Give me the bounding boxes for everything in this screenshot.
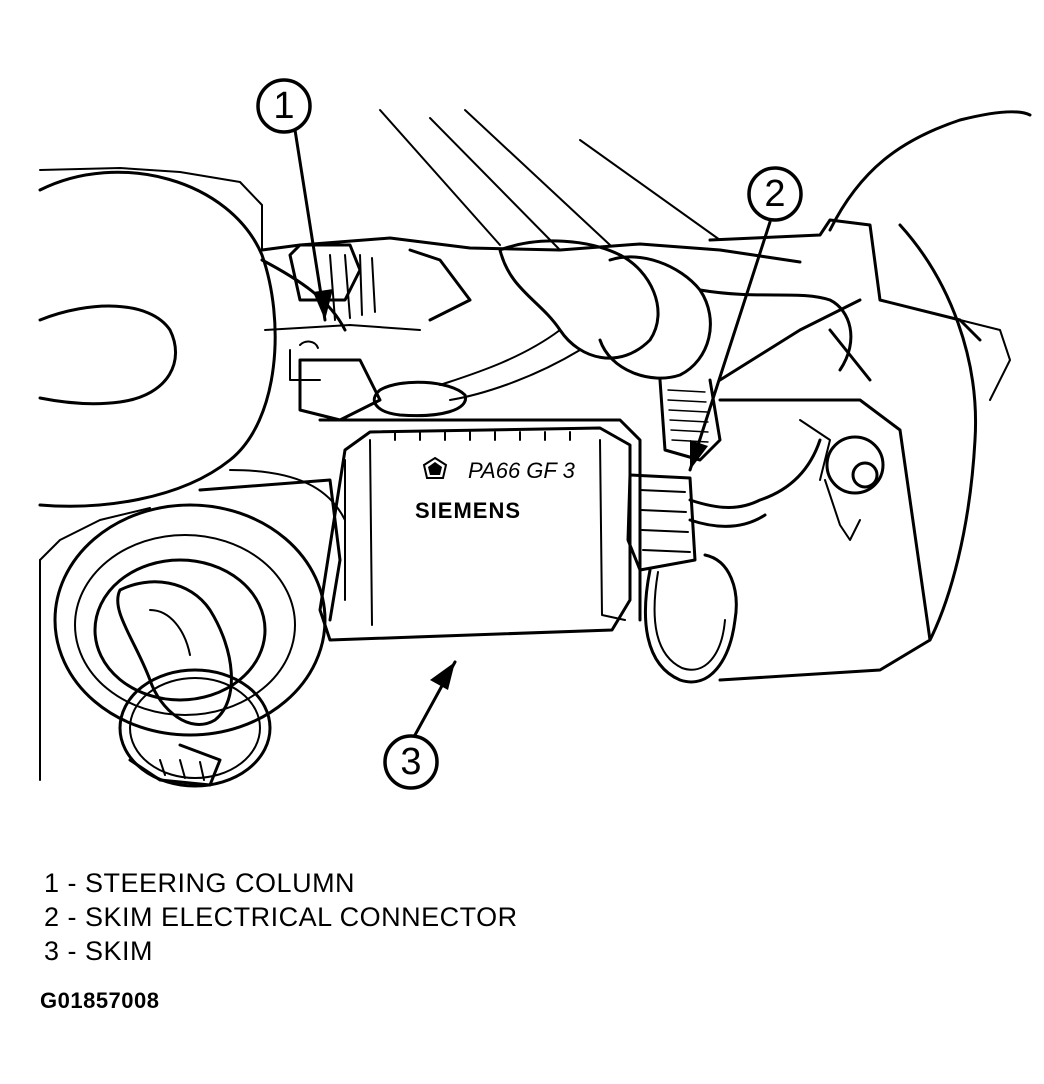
legend-item: 3 - SKIM [44,934,518,968]
leader-arrows [293,128,772,737]
legend-item-label: STEERING COLUMN [85,868,356,898]
legend-item-separator: - [59,902,86,932]
callout-2-number: 2 [764,173,785,215]
skim-diagram: PA66 GF 3 SIEMENS 1 2 3 [38,78,1032,790]
callout-2-leader [688,220,772,472]
ignition-lock [39,503,327,781]
module-part-code: PA66 GF 3 [468,458,576,483]
legend-item-separator: - [59,868,86,898]
legend-item-number: 2 [44,902,60,932]
figure-id: G01857008 [40,988,160,1013]
callout-1-leader [293,128,327,322]
column-bracket [708,110,1032,682]
steering-column [198,109,802,622]
skim-module: PA66 GF 3 SIEMENS [318,426,632,642]
legend-item-number: 1 [44,868,60,898]
legend-item-label: SKIM [85,936,154,966]
legend: 1 - STEERING COLUMN 2 - SKIM ELECTRICAL … [44,866,518,968]
pentastar-logo-icon [422,456,448,479]
skim-connector [626,438,822,684]
callout-3-number: 3 [400,741,421,783]
callout-3: 3 [383,734,439,790]
module-brand: SIEMENS [415,498,521,523]
wiring-harness [288,239,872,462]
key-ring [118,668,272,788]
steering-wheel-hub [38,167,277,508]
legend-item-number: 3 [44,936,60,966]
callout-1-number: 1 [273,85,294,127]
callout-2: 2 [747,166,803,222]
legend-item-separator: - [59,936,86,966]
legend-item: 1 - STEERING COLUMN [44,866,518,900]
callout-1: 1 [256,78,312,134]
legend-item-label: SKIM ELECTRICAL CONNECTOR [85,902,518,932]
legend-item: 2 - SKIM ELECTRICAL CONNECTOR [44,900,518,934]
